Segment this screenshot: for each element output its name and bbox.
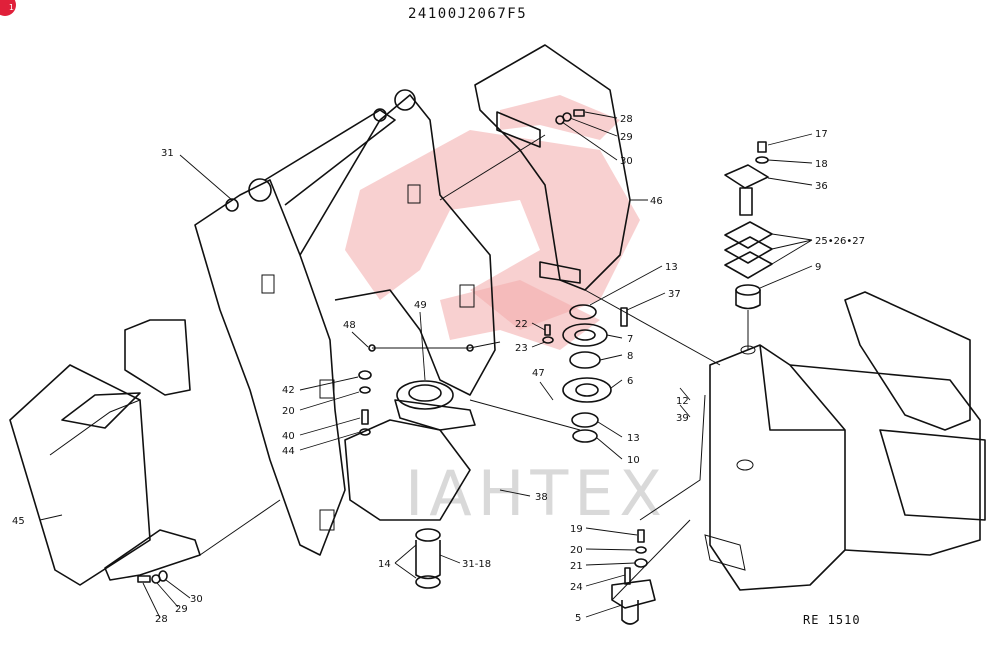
callout-6: 6 — [627, 376, 633, 387]
hydraulic-line — [372, 341, 501, 349]
callout-24: 24 — [570, 582, 583, 593]
callout-31-18: 31-18 — [462, 559, 491, 570]
callout-19: 19 — [570, 524, 583, 535]
left-fasteners — [358, 370, 372, 436]
callout-28-bottom: 28 — [155, 614, 168, 625]
callout-21: 21 — [570, 561, 583, 572]
callout-18: 18 — [815, 159, 828, 170]
callout-47: 47 — [532, 368, 545, 379]
callout-12: 12 — [676, 396, 689, 407]
fender-shield — [9, 364, 201, 586]
drawing-reference: RE 1510 — [803, 613, 861, 627]
callout-7: 7 — [627, 334, 633, 345]
callout-36: 36 — [815, 181, 828, 192]
callout-25-26-27: 25•26•27 — [815, 236, 865, 247]
fitting-48 — [368, 344, 376, 352]
callout-29-bottom: 29 — [175, 604, 188, 615]
callout-44: 44 — [282, 446, 295, 457]
callout-28-top: 28 — [620, 114, 633, 125]
callout-labels: 31 28 29 30 46 17 18 36 25•26•27 9 13 37… — [12, 114, 865, 625]
callout-23: 23 — [515, 343, 528, 354]
callout-13-top: 13 — [665, 262, 678, 273]
callout-17: 17 — [815, 129, 828, 140]
callout-30-top: 30 — [620, 156, 633, 167]
corner-badge: 1 — [0, 0, 16, 16]
callout-20-right: 20 — [570, 545, 583, 556]
loader-frame — [124, 89, 496, 556]
drawing-number: 24100J2067F5 — [408, 6, 528, 22]
callout-40: 40 — [282, 431, 295, 442]
leader-lines — [39, 111, 813, 619]
callout-14: 14 — [378, 559, 391, 570]
callout-46: 46 — [650, 196, 663, 207]
callout-9: 9 — [815, 262, 821, 273]
mount-stack — [724, 141, 773, 310]
callout-20-left: 20 — [282, 406, 295, 417]
callout-37: 37 — [668, 289, 681, 300]
watermark-logo — [345, 95, 640, 350]
callout-49: 49 — [414, 300, 427, 311]
assembly-guides — [199, 134, 749, 601]
callout-22: 22 — [515, 319, 528, 330]
callout-45: 45 — [12, 516, 25, 527]
fitting-49 — [466, 344, 474, 352]
pivot-plate — [394, 380, 476, 431]
callout-38: 38 — [535, 492, 548, 503]
callout-39: 39 — [676, 413, 689, 424]
chassis-frame — [704, 291, 986, 591]
watermark-text: IAHTEX — [405, 457, 668, 530]
callout-42: 42 — [282, 385, 295, 396]
bottom-fasteners — [137, 109, 585, 584]
callout-48: 48 — [343, 320, 356, 331]
callout-5: 5 — [575, 613, 581, 624]
bushing — [415, 528, 441, 589]
callout-10: 10 — [627, 455, 640, 466]
callout-8: 8 — [627, 351, 633, 362]
callout-13-bottom: 13 — [627, 433, 640, 444]
callout-30-bottom: 30 — [190, 594, 203, 605]
callout-31: 31 — [161, 148, 174, 159]
callout-29-top: 29 — [620, 132, 633, 143]
